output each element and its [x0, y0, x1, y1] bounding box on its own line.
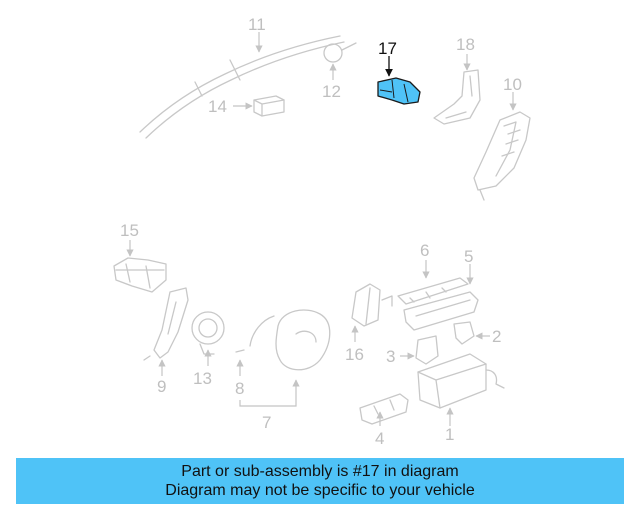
part-5-reinforcement[interactable] [403, 291, 479, 331]
part-15-housing[interactable] [113, 257, 167, 293]
part-8-driver-airbag[interactable] [235, 309, 331, 371]
callout-6: 6 [420, 241, 429, 260]
banner-line-2: Diagram may not be specific to your vehi… [165, 482, 475, 499]
parts-diagram: 11 12 14 17 18 10 15 [113, 15, 531, 448]
part-1-passenger-airbag[interactable] [417, 353, 505, 409]
callout-8: 8 [235, 379, 244, 398]
part-2-bracket[interactable] [453, 321, 475, 345]
callout-7: 7 [262, 413, 271, 432]
part-12-cap[interactable] [323, 42, 357, 63]
callout-11: 11 [248, 15, 266, 34]
callout-9: 9 [157, 377, 166, 396]
part-6-bracket[interactable] [397, 277, 469, 305]
part-17-highlighted-sensor[interactable] [377, 77, 421, 105]
callout-18: 18 [456, 35, 475, 54]
callout-16: 16 [345, 345, 364, 364]
callout-2: 2 [492, 327, 501, 346]
banner-line-1: Part or sub-assembly is #17 in diagram [181, 463, 459, 480]
callout-14: 14 [208, 97, 227, 116]
part-16-sensor[interactable] [351, 283, 393, 327]
part-10-side-airbag[interactable] [473, 111, 531, 201]
part-9-pillar-airbag[interactable] [143, 287, 189, 361]
info-banner: Part or sub-assembly is #17 in diagram D… [16, 458, 624, 504]
callout-4: 4 [375, 429, 384, 448]
callout-12: 12 [322, 82, 341, 101]
callout-3: 3 [386, 347, 395, 366]
callout-10: 10 [503, 75, 522, 94]
part-18-bracket[interactable] [433, 69, 481, 125]
part-13-clock-spring[interactable] [191, 311, 225, 355]
callout-1: 1 [445, 425, 454, 444]
callout-17: 17 [378, 39, 397, 58]
part-14-module[interactable] [253, 95, 285, 117]
callout-5: 5 [464, 247, 473, 266]
part-3-bracket[interactable] [415, 335, 439, 365]
callout-13: 13 [193, 369, 212, 388]
part-4-bracket[interactable] [359, 393, 409, 425]
part-11-curtain-airbag[interactable] [139, 35, 345, 139]
callout-15: 15 [120, 221, 139, 240]
